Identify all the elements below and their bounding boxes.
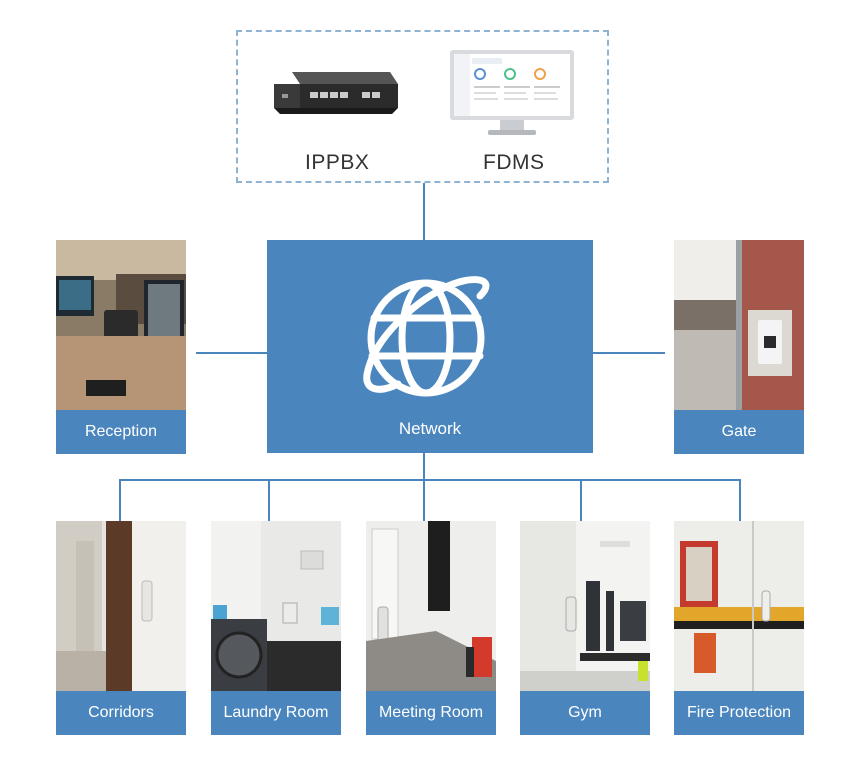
connector-bottom-bus	[119, 479, 741, 481]
laundry-room-photo	[211, 521, 341, 691]
location-card-laundry-room: Laundry Room	[211, 521, 341, 735]
fdms-label: FDMS	[483, 151, 545, 174]
connector-right	[593, 352, 665, 354]
fdms-monitor-image	[448, 48, 576, 140]
connector-drop-4	[580, 479, 582, 521]
fire-protection-caption: Fire Protection	[674, 691, 804, 735]
globe-icon	[360, 266, 500, 406]
connector-drop-1	[119, 479, 121, 521]
network-label: Network	[398, 419, 462, 438]
ippbx-label: IPPBX	[305, 151, 370, 174]
connector-bottom-trunk	[423, 453, 425, 480]
location-card-reception: Reception	[56, 240, 186, 454]
connector-drop-5	[739, 479, 741, 521]
location-card-gym: Gym	[520, 521, 650, 735]
corridors-caption: Corridors	[56, 691, 186, 735]
reception-photo	[56, 240, 186, 410]
gate-caption: Gate	[674, 410, 804, 454]
location-card-meeting-room: Meeting Room	[366, 521, 496, 735]
ippbx-device-image	[270, 62, 402, 132]
fire-protection-photo	[674, 521, 804, 691]
corridors-photo	[56, 521, 186, 691]
connector-drop-2	[268, 479, 270, 521]
connector-left	[196, 352, 267, 354]
reception-caption: Reception	[56, 410, 186, 454]
server-group	[236, 30, 609, 183]
gym-caption: Gym	[520, 691, 650, 735]
location-card-corridors: Corridors	[56, 521, 186, 735]
connector-top	[423, 183, 425, 240]
meeting-room-photo	[366, 521, 496, 691]
location-card-fire-protection: Fire Protection	[674, 521, 804, 735]
meeting-room-caption: Meeting Room	[366, 691, 496, 735]
network-node: Network	[267, 240, 593, 453]
location-card-gate: Gate	[674, 240, 804, 454]
connector-drop-3	[423, 479, 425, 521]
laundry-room-caption: Laundry Room	[211, 691, 341, 735]
gate-photo	[674, 240, 804, 410]
gym-photo	[520, 521, 650, 691]
